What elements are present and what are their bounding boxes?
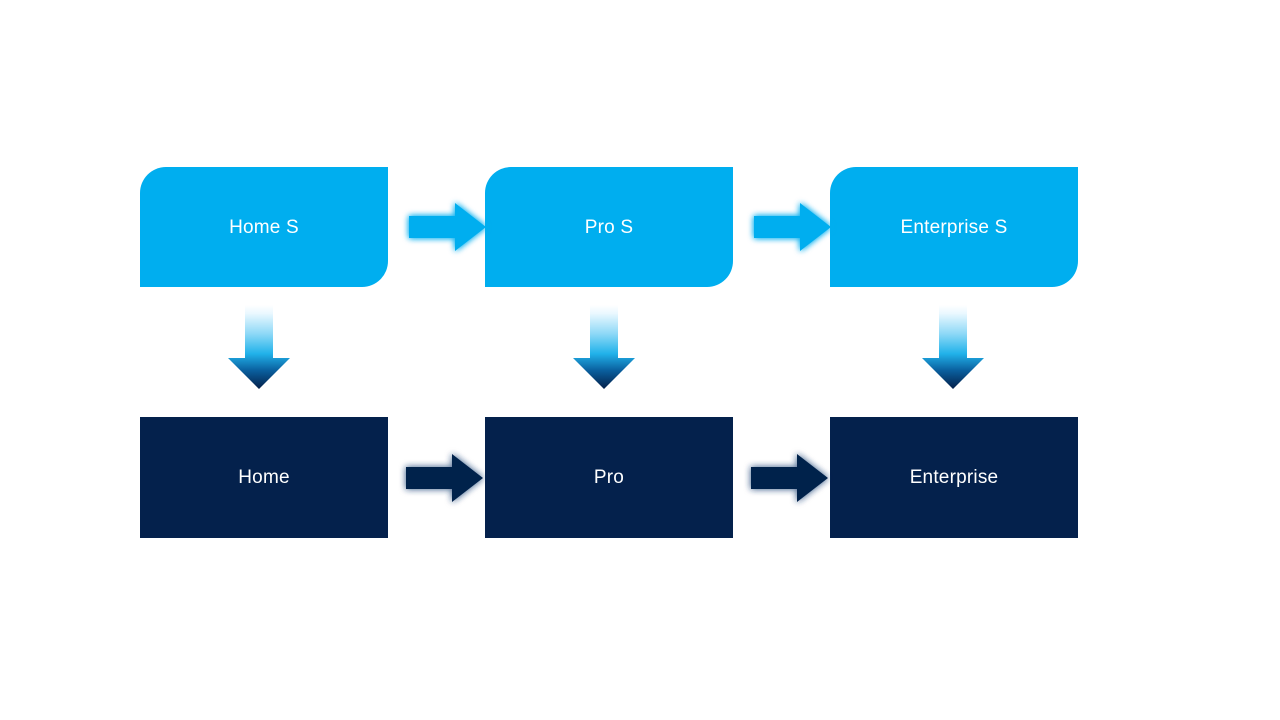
arrow-down-icon xyxy=(228,305,290,389)
node-home[interactable]: Home xyxy=(140,417,388,538)
node-home-s[interactable]: Home S xyxy=(140,167,388,287)
node-pro-s[interactable]: Pro S xyxy=(485,167,733,287)
arrow-right-icon xyxy=(406,454,483,502)
connector-home-s-to-pro-s xyxy=(405,196,491,258)
node-enterprise-s[interactable]: Enterprise S xyxy=(830,167,1078,287)
arrow-down-icon xyxy=(573,305,635,389)
arrow-down-icon xyxy=(922,305,984,389)
node-label: Enterprise S xyxy=(900,216,1008,238)
arrow-right-icon xyxy=(754,203,831,251)
node-pro[interactable]: Pro xyxy=(485,417,733,538)
node-label: Enterprise xyxy=(909,467,999,488)
node-enterprise[interactable]: Enterprise xyxy=(830,417,1078,538)
connector-pro-s-to-enterprise-s xyxy=(750,196,836,258)
node-label: Pro S xyxy=(584,216,634,238)
node-label: Home S xyxy=(229,216,299,238)
connector-pro-s-to-pro xyxy=(569,303,639,391)
node-label: Home xyxy=(238,467,290,488)
connector-enterprise-s-to-enterprise xyxy=(918,303,988,391)
connector-home-to-pro xyxy=(402,447,488,509)
arrow-right-icon xyxy=(409,203,486,251)
arrow-right-icon xyxy=(751,454,828,502)
connector-pro-to-enterprise xyxy=(747,447,833,509)
node-label: Pro xyxy=(593,467,625,488)
connector-home-s-to-home xyxy=(224,303,294,391)
